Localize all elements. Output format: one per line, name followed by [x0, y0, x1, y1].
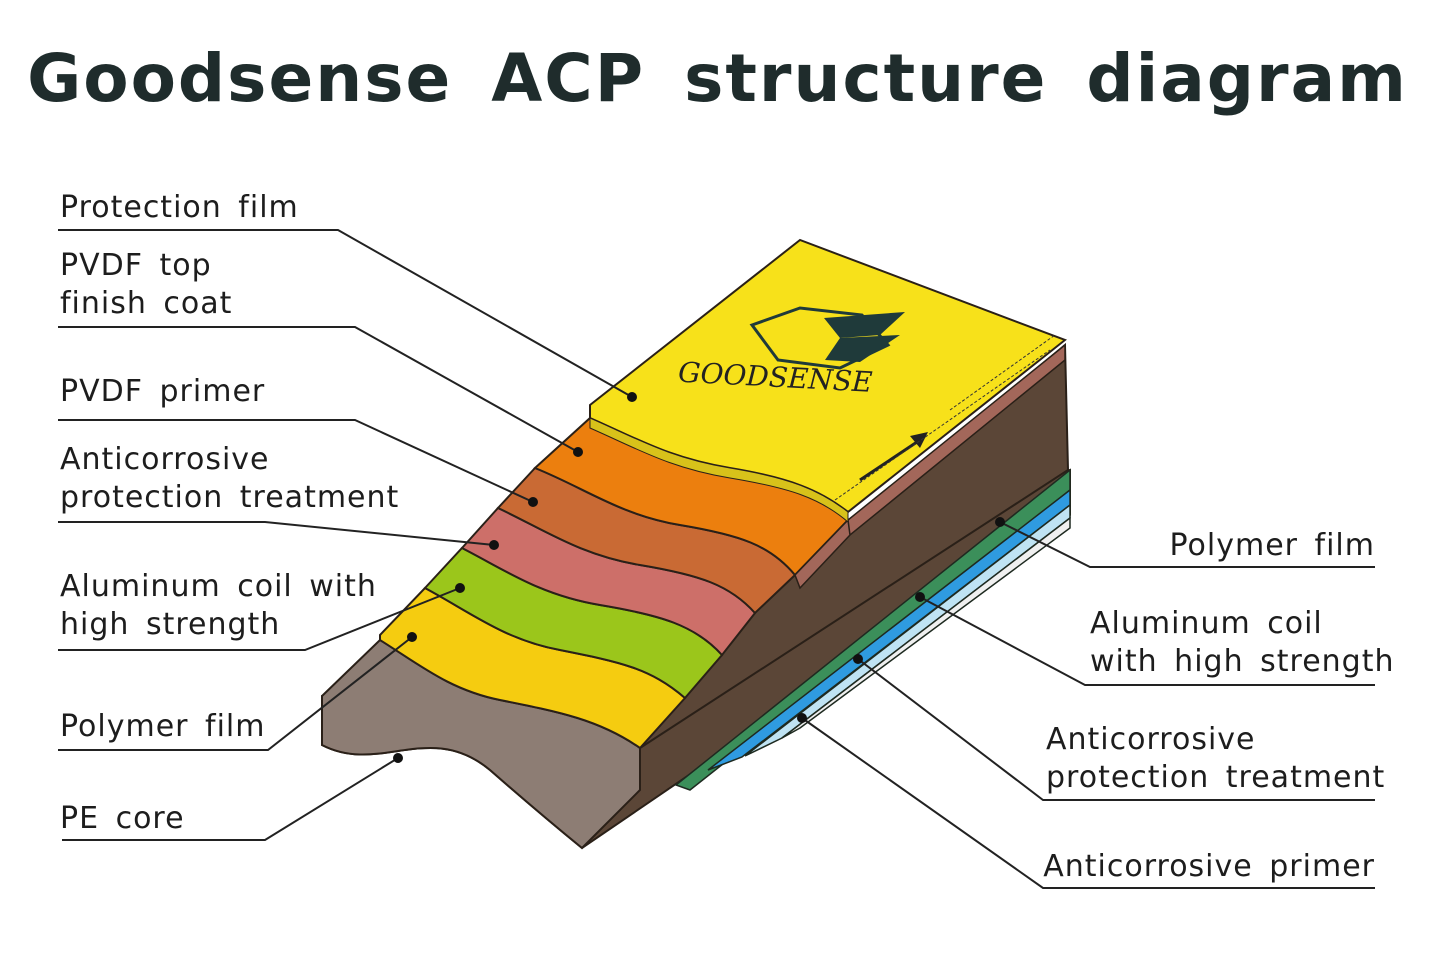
- direction-arrow-icon: [834, 334, 1056, 501]
- label-pvdf-primer: PVDF primer: [60, 374, 266, 409]
- label-pvdf-top-finish-coat: PVDF top finish coat: [60, 248, 233, 321]
- label-protection-film: Protection film: [60, 190, 299, 225]
- left-leader-lines: [58, 229, 633, 841]
- label-aluminum-coil: Aluminum coil with high strength: [60, 569, 377, 642]
- label-anticorrosive-protection-treatment: Anticorrosive protection treatment: [60, 442, 400, 515]
- label-polymer-film: Polymer film: [60, 709, 266, 744]
- label-pe-core: PE core: [60, 801, 185, 836]
- right-leader-lines: [801, 521, 1375, 889]
- page-title: Goodsense ACP structure diagram: [27, 40, 1408, 117]
- goodsense-logo: [749, 306, 905, 370]
- top-layer-edges: [794, 343, 1066, 590]
- label-right-anticorrosive-protection: Anticorrosive protection treatment: [1046, 722, 1386, 795]
- protection-film-edge: [589, 417, 849, 524]
- label-right-anticorrosive-primer: Anticorrosive primer: [1043, 849, 1375, 884]
- label-right-aluminum-coil: Aluminum coil with high strength: [1090, 606, 1395, 679]
- leader-dots: [393, 392, 1005, 763]
- bottom-layer-stripes-white: [781, 516, 1071, 739]
- label-right-polymer-film: Polymer film: [1169, 528, 1375, 563]
